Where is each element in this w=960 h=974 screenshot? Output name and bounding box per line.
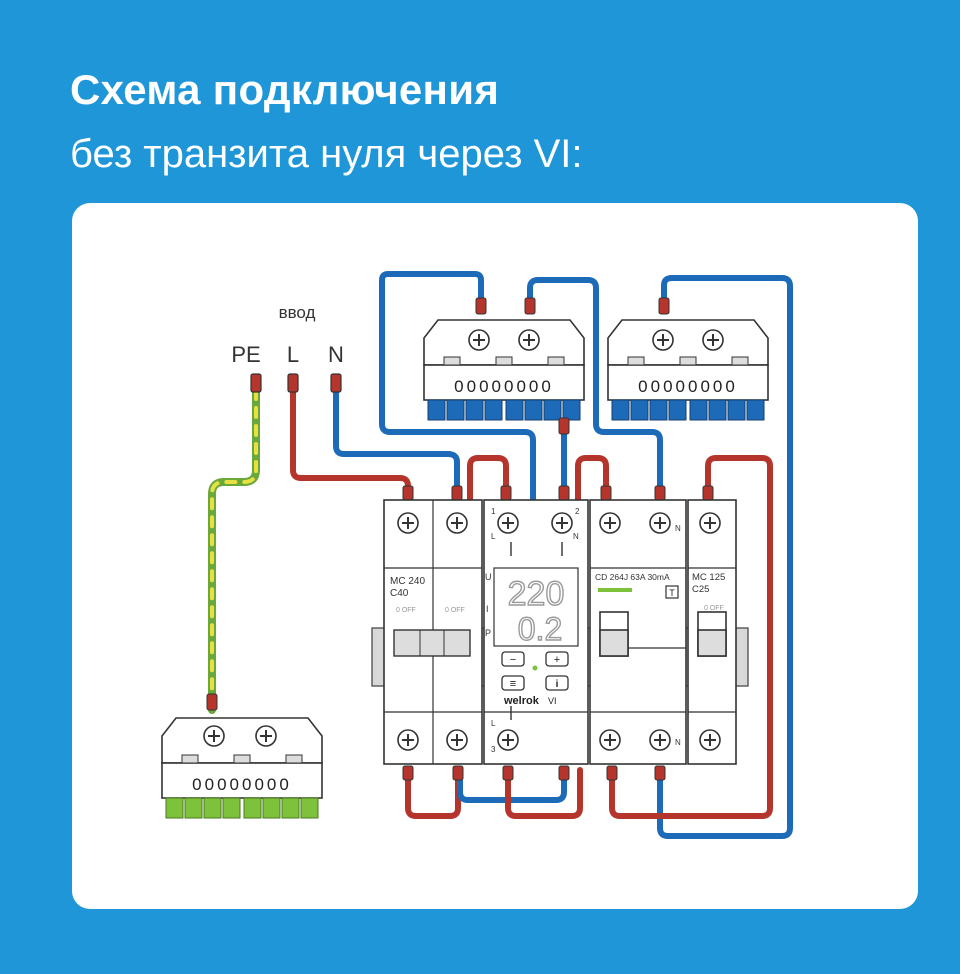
- screw-terminal-icon: [397, 512, 419, 534]
- rcd-n-bot: N: [675, 738, 681, 747]
- input-pe-label: PE: [231, 342, 260, 367]
- relay-label-u: U: [485, 572, 492, 582]
- wires: [208, 271, 793, 839]
- relay-menu-label: ≡: [510, 678, 516, 690]
- lever-icon: [393, 629, 471, 657]
- group-breaker-rating: C25: [692, 584, 709, 595]
- main-breaker: MC 240 C40 0 OFF 0 OFF: [383, 499, 483, 765]
- rcd: N N CD 264J 63A 30mA T: [589, 499, 687, 765]
- relay-minus-button[interactable]: [501, 651, 525, 667]
- relay-label-p: P: [485, 628, 491, 638]
- title-line-2: без транзита нуля через VI:: [70, 132, 583, 176]
- relay-menu-button[interactable]: [501, 675, 525, 691]
- title-line-1: Схема подключения: [70, 66, 500, 113]
- input-label: ввод: [279, 303, 316, 322]
- earth-wire: [208, 386, 260, 714]
- rcd-test-button[interactable]: [665, 585, 679, 599]
- main-breaker-off-2: 0 OFF: [445, 607, 465, 614]
- relay-info-button[interactable]: [545, 675, 569, 691]
- relay-brand: welrok: [503, 695, 540, 707]
- terminal-block-neutral-1: [423, 319, 585, 421]
- relay-minus-label: −: [510, 654, 516, 666]
- rcd-test-label: T: [669, 588, 675, 598]
- relay-led-icon: [532, 665, 538, 671]
- input-l-label: L: [287, 342, 299, 367]
- display-current: 0.2: [518, 611, 562, 647]
- group-breaker-off: 0 OFF: [704, 605, 724, 612]
- group-breaker-model: MC 125: [692, 572, 725, 583]
- terminal-block-earth: [161, 717, 323, 819]
- main-breaker-rating: C40: [390, 588, 409, 599]
- input-n-label: N: [328, 342, 344, 367]
- relay-term-l-bot: L: [491, 719, 496, 728]
- neutral-loop-left: [379, 271, 536, 503]
- relay-term-l-top: L: [491, 532, 496, 541]
- relay-model: VI: [548, 696, 557, 706]
- phase-loop-right: [609, 455, 773, 819]
- relay-plus-button[interactable]: [545, 651, 569, 667]
- main-breaker-off-1: 0 OFF: [396, 607, 416, 614]
- neutral-input-wire: [333, 382, 460, 503]
- pe-ferrule: [250, 373, 262, 393]
- relay-term-1: 1: [491, 507, 496, 516]
- terminal-ferrules: [206, 297, 714, 781]
- relay-term-3: 3: [491, 745, 496, 754]
- l-ferrule: [287, 373, 299, 393]
- n-ferrule: [330, 373, 342, 393]
- display-voltage: 220: [508, 575, 565, 613]
- rcd-model: CD 264J 63A 30mA: [595, 572, 670, 582]
- phase-input-wire: [290, 382, 411, 503]
- main-breaker-model: MC 240: [390, 576, 425, 587]
- relay-info-label: i: [556, 679, 559, 690]
- relay-term-2: 2: [575, 507, 580, 516]
- relay-label-i: I: [486, 604, 489, 614]
- group-breaker: MC 125 C25 0 OFF: [687, 499, 737, 765]
- rcd-n-top: N: [675, 524, 681, 533]
- voltage-relay: 1 2 L N L 3 U I P 220 0.2 − + ≡ i welrok…: [483, 499, 589, 765]
- terminal-block-neutral-2: [607, 319, 769, 421]
- relay-display: [493, 567, 579, 647]
- neutral-loop-right: [657, 275, 793, 839]
- relay-term-n-top: N: [573, 532, 579, 541]
- relay-plus-label: +: [554, 654, 560, 666]
